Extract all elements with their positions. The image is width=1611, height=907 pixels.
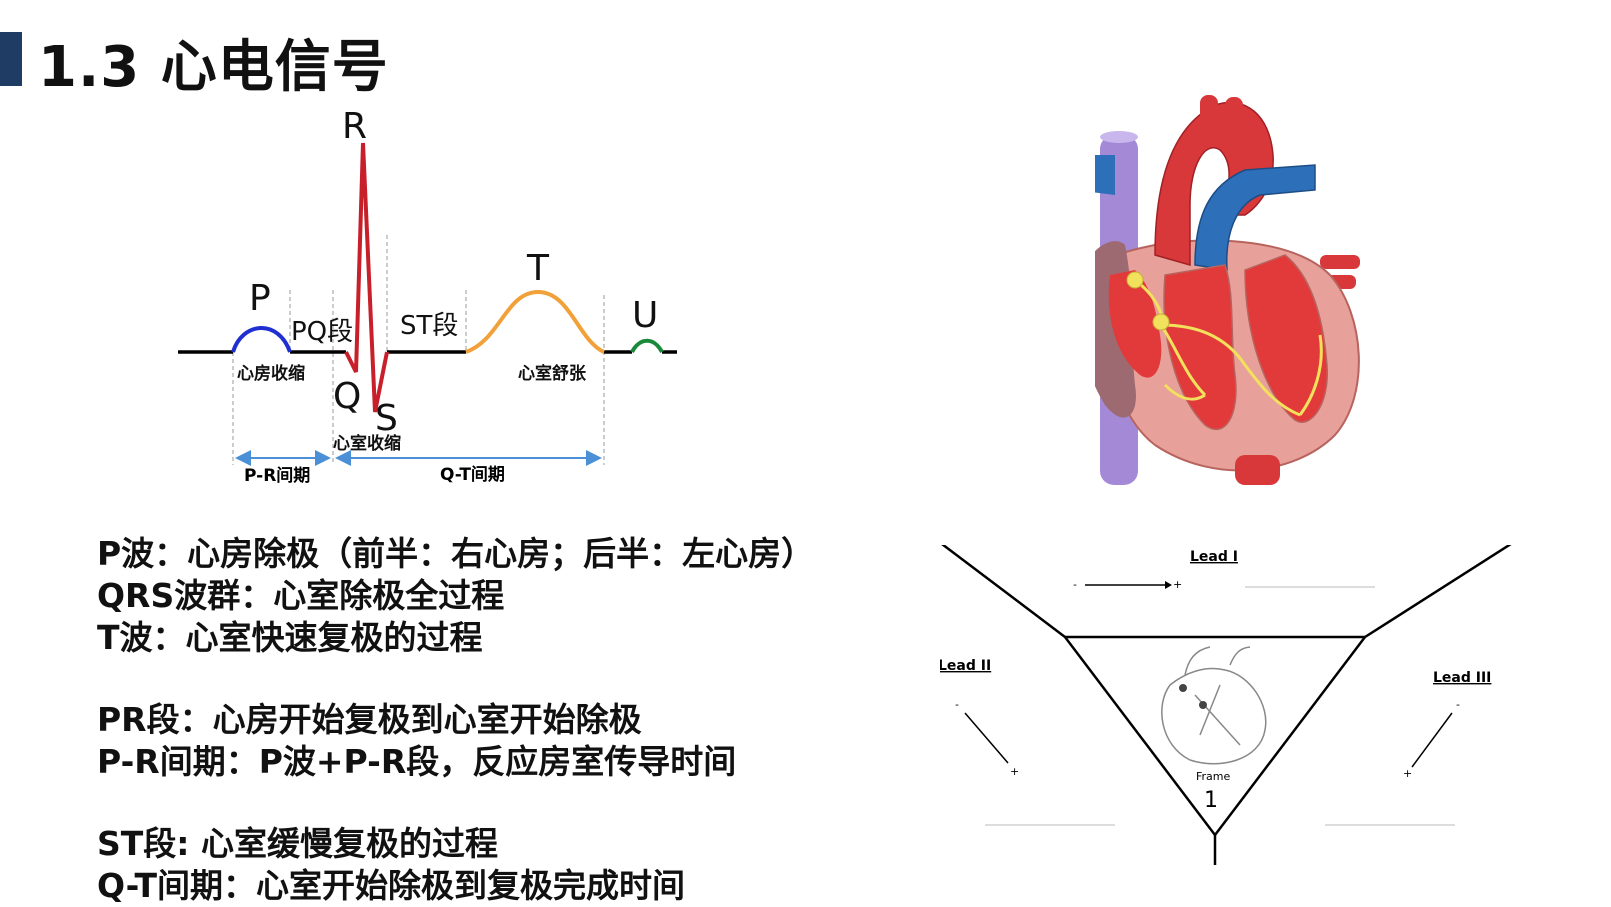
label-pr-interval: P-R间期 bbox=[244, 465, 310, 486]
note-qrs-complex: QRS波群：心室除极全过程 bbox=[97, 576, 505, 615]
label-r: R bbox=[342, 106, 367, 147]
note-pr-interval: P-R间期：P波+P-R段，反应房室传导时间 bbox=[97, 742, 737, 781]
label-p: P bbox=[249, 278, 271, 319]
sa-node bbox=[1126, 271, 1144, 289]
p-wave bbox=[231, 326, 292, 353]
lead1-label: Lead I bbox=[1190, 549, 1238, 565]
lead2-plus: + bbox=[1010, 765, 1019, 778]
qrs-complex bbox=[344, 142, 389, 413]
label-s: S bbox=[375, 398, 398, 439]
einthoven-triangle-diagram: Lead I - + Lead II - + Lead III - + Fram… bbox=[940, 545, 1512, 865]
label-ventricular-contraction: 心室收缩 bbox=[333, 433, 401, 454]
note-qt-interval: Q-T间期：心室开始除极到复极完成时间 bbox=[97, 866, 686, 905]
label-q: Q bbox=[333, 376, 361, 417]
note-st-segment: ST段: 心室缓慢复极的过程 bbox=[97, 824, 498, 863]
lead3-label: Lead III bbox=[1433, 670, 1491, 686]
frame-label: Frame bbox=[1196, 770, 1231, 783]
notes-list: P波：心房除极（前半：右心房；后半：左心房） QRS波群：心室除极全过程 T波：… bbox=[97, 533, 814, 907]
label-t: T bbox=[526, 248, 550, 289]
pulmonary-artery bbox=[1194, 164, 1316, 271]
label-pq-segment: PQ段 bbox=[291, 317, 353, 347]
ecg-guide-lines bbox=[232, 235, 605, 465]
lead2-arrow bbox=[964, 712, 1009, 764]
lead3-arrow bbox=[1411, 712, 1453, 768]
frame-number: 1 bbox=[1204, 788, 1218, 813]
t-wave bbox=[465, 289, 605, 354]
label-qt-interval: Q-T间期 bbox=[440, 464, 505, 485]
heart-sketch-icon bbox=[1161, 646, 1267, 765]
page-title: 1.3 心电信号 bbox=[38, 35, 389, 100]
lead2-label: Lead II bbox=[940, 658, 991, 674]
label-u: U bbox=[632, 295, 658, 336]
label-atrial-contraction: 心房收缩 bbox=[237, 363, 305, 384]
label-ventricular-relaxation: 心室舒张 bbox=[518, 363, 587, 384]
note-pr-segment: PR段：心房开始复极到心室开始除极 bbox=[97, 700, 642, 739]
lead3-plus: + bbox=[1403, 767, 1412, 780]
av-node bbox=[1152, 313, 1170, 331]
note-t-wave: T波：心室快速复极的过程 bbox=[97, 618, 483, 657]
lead1-plus: + bbox=[1173, 578, 1182, 591]
title-accent-bar bbox=[0, 32, 22, 86]
lead1-minus: - bbox=[1073, 578, 1077, 591]
note-p-wave: P波：心房除极（前半：右心房；后半：左心房） bbox=[97, 534, 815, 573]
ecg-diagram: R P T U Q S PQ段 ST段 心房收缩 心室舒张 心室收缩 P-R间期… bbox=[178, 106, 677, 486]
u-wave bbox=[630, 338, 664, 354]
heart-anatomy-icon bbox=[1095, 95, 1360, 485]
lead3-minus: - bbox=[1456, 698, 1460, 711]
lead2-minus: - bbox=[955, 698, 959, 711]
label-st-segment: ST段 bbox=[400, 311, 458, 341]
